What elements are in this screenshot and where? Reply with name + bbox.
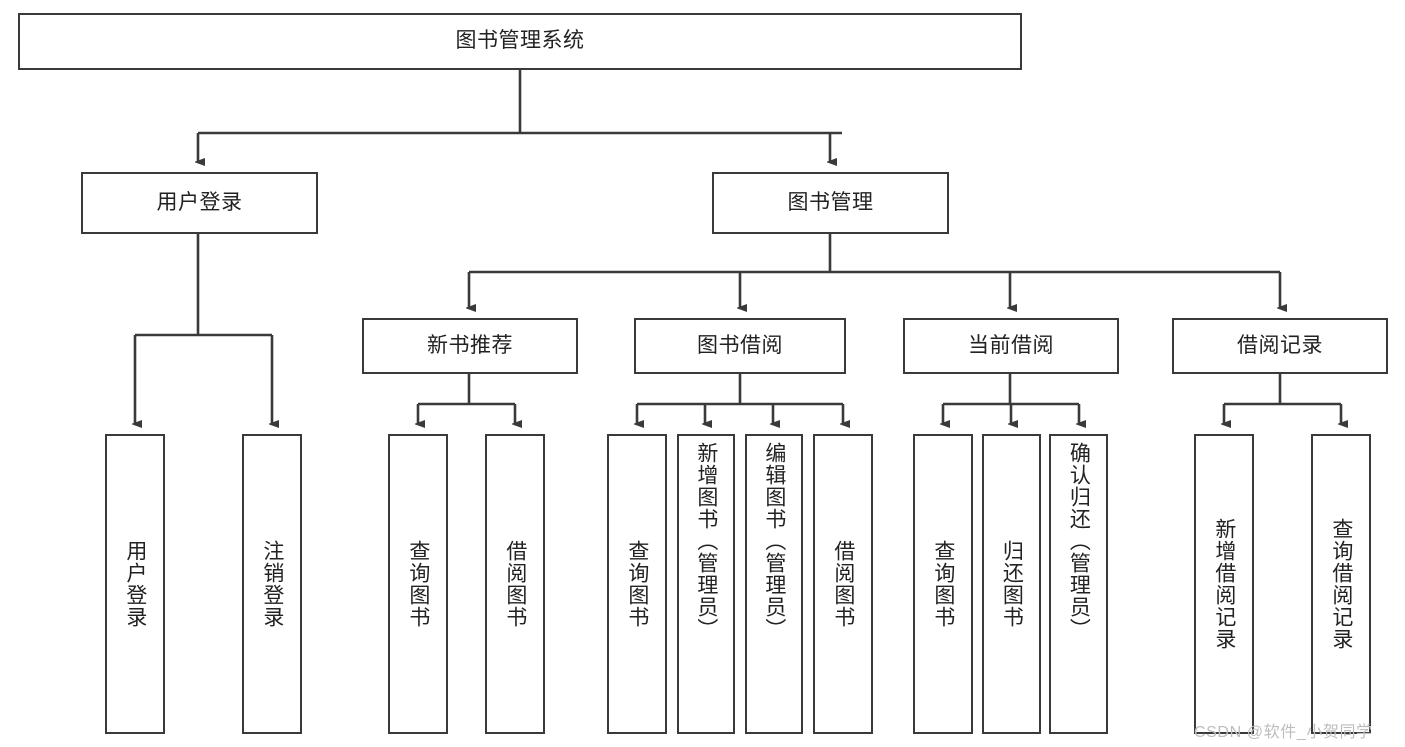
node-new-book-recommend[interactable]: 新书推荐	[362, 318, 578, 374]
leaf-current-borrow-return-book[interactable]: 归还图书	[982, 434, 1041, 734]
leaf-book-borrow-borrow-book[interactable]: 借阅图书	[813, 434, 873, 734]
leaf-book-borrow-add-book-admin[interactable]: 新增图书（管理员）	[677, 434, 735, 734]
node-label: 图书借阅	[697, 333, 783, 357]
leaf-user-login-login[interactable]: 用户登录	[105, 434, 165, 734]
node-user-login[interactable]: 用户登录	[81, 172, 318, 234]
node-label: 新增图书（管理员）	[694, 442, 718, 640]
node-label: 归还图书	[1000, 540, 1024, 628]
node-label: 新书推荐	[427, 333, 513, 357]
node-label: 用户登录	[123, 540, 147, 628]
node-label: 确认归还（管理员）	[1067, 442, 1091, 640]
leaf-current-borrow-query-book[interactable]: 查询图书	[913, 434, 973, 734]
node-label: 编辑图书（管理员）	[762, 442, 786, 640]
node-label: 用户登录	[156, 190, 243, 214]
node-borrow-record[interactable]: 借阅记录	[1172, 318, 1388, 374]
node-root-book-management-system[interactable]: 图书管理系统	[18, 13, 1022, 70]
csdn-watermark: CSDN @软件_小贺同学	[1194, 724, 1373, 741]
node-label: 查询图书	[625, 540, 649, 628]
node-label: 查询图书	[406, 540, 430, 628]
leaf-book-borrow-query-book[interactable]: 查询图书	[607, 434, 667, 734]
leaf-user-login-logout[interactable]: 注销登录	[242, 434, 302, 734]
node-label: 当前借阅	[968, 333, 1054, 357]
node-label: 借阅图书	[831, 540, 855, 628]
node-label: 查询图书	[931, 540, 955, 628]
node-label: 注销登录	[260, 540, 284, 628]
node-label: 借阅图书	[503, 540, 527, 628]
leaf-borrow-record-add-record[interactable]: 新增借阅记录	[1194, 434, 1254, 734]
leaf-current-borrow-confirm-return-admin[interactable]: 确认归还（管理员）	[1049, 434, 1108, 734]
node-current-borrow[interactable]: 当前借阅	[903, 318, 1119, 374]
node-label: 图书管理系统	[455, 29, 585, 53]
node-label: 查询借阅记录	[1329, 518, 1353, 650]
node-label: 借阅记录	[1237, 333, 1323, 357]
leaf-book-borrow-edit-book-admin[interactable]: 编辑图书（管理员）	[745, 434, 803, 734]
node-book-management[interactable]: 图书管理	[712, 172, 949, 234]
node-book-borrow[interactable]: 图书借阅	[634, 318, 846, 374]
node-label: 新增借阅记录	[1212, 518, 1236, 650]
leaf-borrow-record-query-record[interactable]: 查询借阅记录	[1311, 434, 1371, 734]
leaf-new-book-borrow-book[interactable]: 借阅图书	[485, 434, 545, 734]
leaf-new-book-query-book[interactable]: 查询图书	[388, 434, 448, 734]
node-label: 图书管理	[787, 190, 874, 214]
